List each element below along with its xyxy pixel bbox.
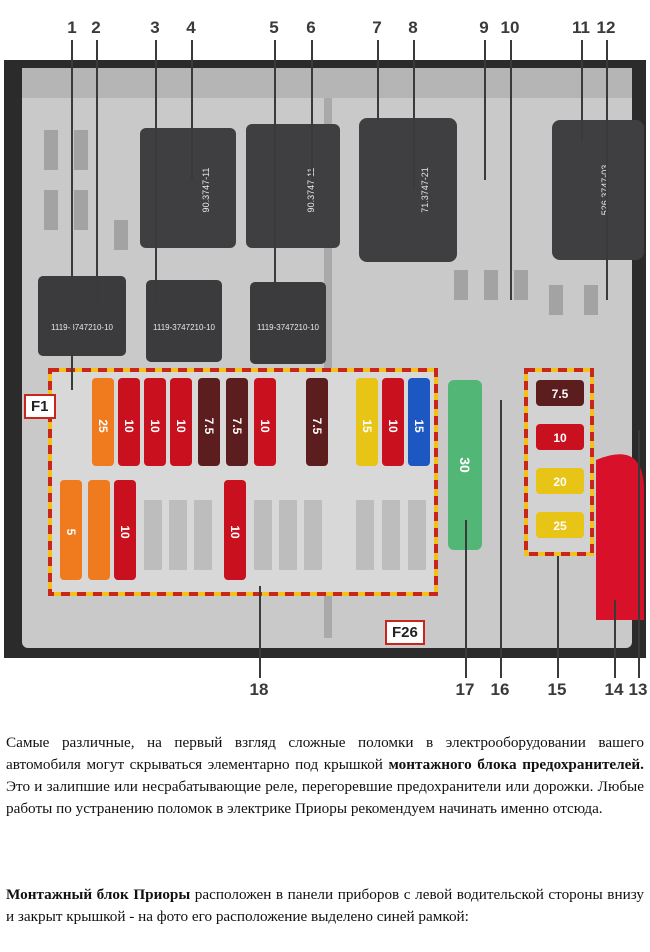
callout-10: 10 <box>500 18 520 37</box>
svg-text:7.5: 7.5 <box>230 418 244 435</box>
fuse-panel-right-frame-red <box>524 368 594 556</box>
callout-9: 9 <box>479 18 489 37</box>
callout-16: 16 <box>490 680 510 699</box>
relay-top-left: 90.3747-11 <box>140 128 236 248</box>
callout-6: 6 <box>306 18 316 37</box>
leader-3 <box>155 40 157 310</box>
svg-text:15: 15 <box>412 419 426 433</box>
paragraph-2-bold: Монтажный блок Приоры <box>6 886 191 903</box>
paragraph-1-bold: монтажного блока предохранителей. <box>388 756 644 773</box>
svg-text:7.5: 7.5 <box>202 418 216 435</box>
fuse-panel-right-fuses <box>536 380 584 538</box>
leader-11 <box>581 40 583 140</box>
svg-text:10: 10 <box>174 419 188 433</box>
fuse-big-green: 30 <box>448 380 482 550</box>
fuse-panel-right-labels: 7.5 10 20 25 <box>552 387 569 533</box>
svg-text:1119-3747210-10: 1119-3747210-10 <box>51 323 114 332</box>
tag-f26: F26 <box>385 620 425 645</box>
svg-text:10: 10 <box>148 419 162 433</box>
callout-5: 5 <box>269 18 279 37</box>
leader-14 <box>614 600 616 678</box>
svg-text:1119-3747210-10: 1119-3747210-10 <box>257 323 320 332</box>
relay-top-middle: 90.3747-11 <box>246 124 340 248</box>
leader-2 <box>96 40 98 310</box>
svg-text:10: 10 <box>386 419 400 433</box>
relay-small-1: 1119-3747210-10 <box>38 276 126 356</box>
callout-1: 1 <box>67 18 77 37</box>
svg-text:7.5: 7.5 <box>310 418 324 435</box>
svg-text:25: 25 <box>96 419 110 433</box>
relay-big-right: 526.3747-03 <box>552 120 644 260</box>
callout-13: 13 <box>628 680 648 699</box>
red-connector <box>596 454 644 620</box>
svg-text:7.5: 7.5 <box>552 387 569 401</box>
leader-7 <box>377 40 379 120</box>
svg-text:90.3747-11: 90.3747-11 <box>306 168 316 213</box>
leader-5 <box>274 40 276 310</box>
leader-1 <box>71 40 73 390</box>
paragraph-1-text-a: Самые различные, на первый взгляд сложны… <box>6 734 644 773</box>
relay-small-2: 1119-3747210-10 <box>146 280 222 362</box>
callout-2: 2 <box>91 18 101 37</box>
fuse-box-photo: 90.3747-11 90.3747-11 71.3747-21 526.374… <box>4 60 646 658</box>
callout-8: 8 <box>408 18 418 37</box>
fuse-labels-top-left: 25 10 10 10 7.5 7.5 10 7.5 <box>96 418 324 435</box>
svg-text:10: 10 <box>228 525 242 539</box>
leader-10 <box>510 40 512 300</box>
housing-top-strip <box>22 68 632 98</box>
leader-13 <box>638 430 640 678</box>
callout-17: 17 <box>455 680 475 699</box>
leader-18 <box>259 586 261 678</box>
relay-mid: 71.3747-21 <box>359 118 457 262</box>
callout-4: 4 <box>186 18 196 37</box>
fuse-labels-bottom-left: 5 10 10 <box>64 525 242 539</box>
svg-text:20: 20 <box>553 475 567 489</box>
callout-18: 18 <box>249 680 269 699</box>
leader-15 <box>557 556 559 678</box>
fuse-row-bottom-left <box>60 480 246 580</box>
leader-12 <box>606 40 608 300</box>
callout-3: 3 <box>150 18 160 37</box>
callout-11: 11 <box>572 18 590 37</box>
callout-7: 7 <box>372 18 382 37</box>
svg-text:10: 10 <box>118 525 132 539</box>
svg-text:30: 30 <box>457 457 473 473</box>
paragraph-2: Монтажный блок Приоры расположен в панел… <box>6 884 644 928</box>
leader-4 <box>191 40 193 180</box>
svg-text:10: 10 <box>553 431 567 445</box>
svg-text:71.3747-21: 71.3747-21 <box>420 167 430 213</box>
svg-text:10: 10 <box>122 419 136 433</box>
svg-text:10: 10 <box>258 419 272 433</box>
paragraph-1: Самые различные, на первый взгляд сложны… <box>6 732 644 820</box>
callout-15: 15 <box>547 680 567 699</box>
fuse-empty-sockets <box>144 500 426 570</box>
svg-text:25: 25 <box>553 519 567 533</box>
fuse-panel-main-frame-red <box>48 368 438 596</box>
svg-text:5: 5 <box>64 529 78 536</box>
paragraph-1-text-b: Это и залипшие или несрабатывающие реле,… <box>6 778 644 817</box>
callout-14: 14 <box>604 680 624 699</box>
leader-17 <box>465 520 467 678</box>
tag-f1: F1 <box>24 394 56 419</box>
svg-text:1119-3747210-10: 1119-3747210-10 <box>153 323 216 332</box>
leader-6 <box>311 40 313 180</box>
fuse-labels-top-right: 15 10 15 <box>360 419 426 433</box>
fuse-row-top-left <box>92 378 328 466</box>
svg-text:90.3747-11: 90.3747-11 <box>201 168 211 213</box>
housing-slots <box>44 130 598 315</box>
callout-12: 12 <box>596 18 616 37</box>
fuse-row-top-right <box>356 378 430 466</box>
relay-small-3: 1119-3747210-10 <box>250 282 326 364</box>
svg-text:15: 15 <box>360 419 374 433</box>
leader-9 <box>484 40 486 180</box>
fuse-box-figure: 1 2 3 4 5 6 7 8 9 10 11 12 18 17 16 15 1… <box>4 18 648 699</box>
leader-8 <box>413 40 415 190</box>
svg-text:526.3747-03: 526.3747-03 <box>600 165 610 216</box>
leader-16 <box>500 400 502 678</box>
paragraph-2-text: расположен в панели приборов с левой вод… <box>6 886 644 925</box>
